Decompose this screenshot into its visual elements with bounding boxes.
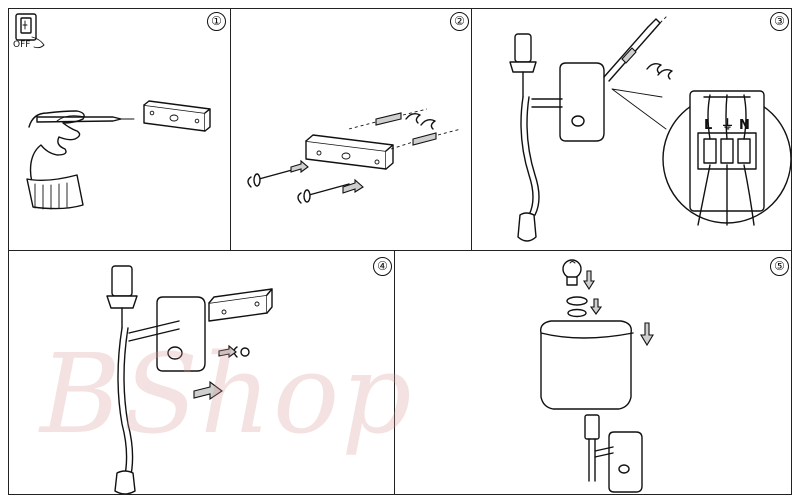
mounting-bracket <box>209 289 272 321</box>
lamp-socket <box>107 266 137 328</box>
wire-clips <box>406 114 435 129</box>
step-1-panel: ① OFF <box>8 8 231 251</box>
flex-arm <box>518 97 539 241</box>
wiring-illustration: L ⏚ N <box>472 9 792 251</box>
screws-plugs-illustration <box>231 9 472 251</box>
wall-plate <box>595 432 642 492</box>
wall-plate <box>129 297 205 371</box>
drill-wall-illustration <box>9 9 231 251</box>
neutral-terminal-label: N <box>739 118 750 133</box>
flex-arm <box>115 328 135 494</box>
screw-lower <box>304 184 349 202</box>
live-terminal-label: L <box>704 118 712 133</box>
light-bulb <box>563 260 581 285</box>
lamp-shade <box>541 321 633 409</box>
shade-bulb-illustration <box>395 251 792 495</box>
nut-washer <box>219 346 249 357</box>
wall-plug-lower <box>391 129 461 149</box>
wall-plate <box>532 63 604 141</box>
wire-clamp <box>647 64 672 79</box>
mounting-bracket <box>144 101 210 131</box>
mount-lamp-illustration <box>9 251 395 495</box>
hand <box>27 111 85 209</box>
step-3-panel: ③ <box>471 8 792 251</box>
terminal-block-zoom <box>663 91 791 225</box>
step-2-panel: ② <box>230 8 472 251</box>
push-arrow <box>194 382 222 399</box>
wall-plug-upper <box>349 109 427 129</box>
lamp-socket <box>585 415 599 481</box>
step-4-panel: ④ <box>8 250 395 495</box>
insert-arrow <box>291 161 363 193</box>
earth-terminal-label: ⏚ <box>721 118 734 133</box>
step-5-panel: ⑤ <box>394 250 792 495</box>
shade-ring <box>567 297 587 317</box>
zoom-guide-lines <box>612 89 666 129</box>
mounting-bracket <box>306 135 393 169</box>
lamp-socket <box>510 34 536 97</box>
pencil <box>37 117 134 122</box>
